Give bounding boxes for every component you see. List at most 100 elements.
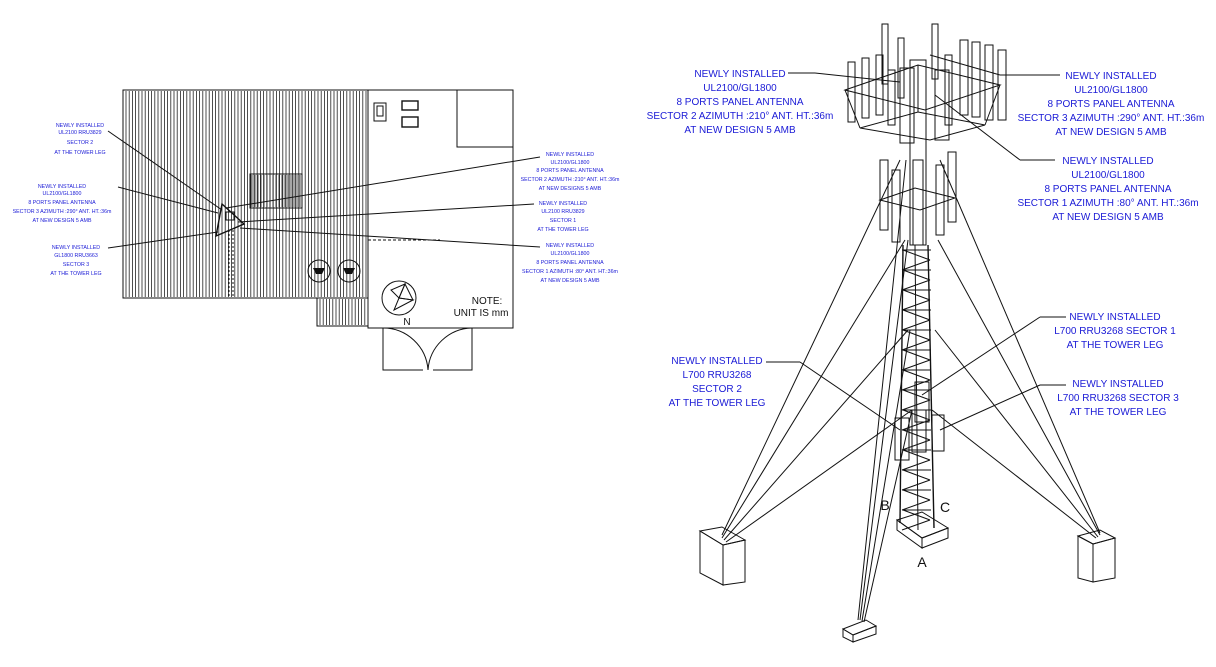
roof-plan: N NOTE: UNIT IS mm NEWLY INSTALLED UL210… xyxy=(13,89,620,371)
panel-antenna-sector2 xyxy=(847,54,896,126)
svg-text:8 PORTS PANEL ANTENNA: 8 PORTS PANEL ANTENNA xyxy=(676,97,803,108)
guy-wires xyxy=(721,159,1101,623)
svg-text:NEWLY INSTALLED: NEWLY INSTALLED xyxy=(52,245,100,251)
svg-text:UL2100/GL1800: UL2100/GL1800 xyxy=(551,251,590,257)
svg-text:8 PORTS PANEL ANTENNA: 8 PORTS PANEL ANTENNA xyxy=(28,200,96,206)
note-text: UNIT IS mm xyxy=(454,308,509,319)
svg-text:L700 RRU3268: L700 RRU3268 xyxy=(683,370,752,381)
svg-text:NEWLY INSTALLED: NEWLY INSTALLED xyxy=(1072,379,1163,390)
roof-hatch xyxy=(125,91,367,297)
svg-text:AT NEW DESIGN 5 AMB: AT NEW DESIGN 5 AMB xyxy=(33,218,92,224)
svg-text:SECTOR 2 AZIMUTH :210° ANT. HT: SECTOR 2 AZIMUTH :210° ANT. HT.:36m xyxy=(521,177,620,183)
svg-text:L700 RRU3268 SECTOR 3: L700 RRU3268 SECTOR 3 xyxy=(1057,393,1179,404)
tower-label-rru-sector1: NEWLY INSTALLED L700 RRU3268 SECTOR 1 AT… xyxy=(1054,312,1176,351)
svg-text:SECTOR 2 AZIMUTH :210° ANT. HT: SECTOR 2 AZIMUTH :210° ANT. HT.:36m xyxy=(647,111,834,122)
svg-text:UL2100/GL1800: UL2100/GL1800 xyxy=(1074,85,1148,96)
tower-label-rru-sector3: NEWLY INSTALLED L700 RRU3268 SECTOR 3 AT… xyxy=(1057,379,1179,418)
svg-text:SECTOR 2: SECTOR 2 xyxy=(67,140,93,146)
svg-text:UL2100/GL1800: UL2100/GL1800 xyxy=(43,191,82,197)
svg-text:SECTOR 3 AZIMUTH :290° ANT. H: SECTOR 3 AZIMUTH :290° ANT. HT.:36m xyxy=(1018,113,1205,124)
svg-text:SECTOR 2: SECTOR 2 xyxy=(692,384,742,395)
top-antenna-platform xyxy=(843,64,1002,141)
svg-text:L700 RRU3268 SECTOR 1: L700 RRU3268 SECTOR 1 xyxy=(1054,326,1176,337)
rru-units xyxy=(894,381,945,461)
fan-unit-2 xyxy=(337,259,361,283)
svg-text:NEWLY INSTALLED: NEWLY INSTALLED xyxy=(56,123,104,129)
panel-antenna-sector3 xyxy=(944,39,1007,126)
svg-text:AT NEW DESIGN 5 AMB: AT NEW DESIGN 5 AMB xyxy=(1052,212,1164,223)
svg-text:UL2100 RRU3829: UL2100 RRU3829 xyxy=(541,209,584,215)
note-title: NOTE: xyxy=(472,296,503,307)
plan-label-rru-sector1: NEWLY INSTALLED UL2100 RRU3829 SECTOR 1 … xyxy=(537,201,588,233)
svg-text:GL1800 RRU3663: GL1800 RRU3663 xyxy=(54,253,98,259)
svg-text:NEWLY INSTALLED: NEWLY INSTALLED xyxy=(539,201,587,207)
svg-text:SECTOR 1 AZIMUTH :80° ANT. HT.: SECTOR 1 AZIMUTH :80° ANT. HT.:36m xyxy=(522,269,619,275)
svg-text:AT THE TOWER LEG: AT THE TOWER LEG xyxy=(1067,340,1164,351)
svg-text:8 PORTS PANEL ANTENNA: 8 PORTS PANEL ANTENNA xyxy=(1044,184,1171,195)
leg-label-b: B xyxy=(880,497,889,513)
svg-text:UL2100/GL1800: UL2100/GL1800 xyxy=(703,83,777,94)
svg-text:NEWLY INSTALLED: NEWLY INSTALLED xyxy=(1065,71,1156,82)
svg-text:8 PORTS PANEL ANTENNA: 8 PORTS PANEL ANTENNA xyxy=(1047,99,1174,110)
tower-label-antenna-sector2: NEWLY INSTALLED UL2100/GL1800 8 PORTS PA… xyxy=(647,69,834,136)
roof-outline xyxy=(122,89,369,299)
leg-label-a: A xyxy=(917,554,927,570)
svg-text:AT THE TOWER LEG: AT THE TOWER LEG xyxy=(1070,407,1167,418)
entrance-wall-right xyxy=(433,328,473,371)
plan-label-antenna-sector1: NEWLY INSTALLED UL2100/GL1800 8 PORTS PA… xyxy=(522,243,619,284)
svg-text:AT THE TOWER LEG: AT THE TOWER LEG xyxy=(537,227,588,233)
leg-label-c: C xyxy=(940,499,950,515)
machine-room xyxy=(367,89,514,329)
north-label: N xyxy=(403,317,410,328)
tower-label-antenna-sector1: NEWLY INSTALLED UL2100/GL1800 8 PORTS PA… xyxy=(1017,156,1198,223)
plan-leader-lines xyxy=(107,130,541,249)
svg-text:8 PORTS PANEL ANTENNA: 8 PORTS PANEL ANTENNA xyxy=(536,260,604,266)
roof-structure xyxy=(249,173,303,209)
fan-unit-1 xyxy=(307,259,331,283)
svg-text:SECTOR 1: SECTOR 1 xyxy=(550,218,576,224)
anchor-block-front xyxy=(841,619,878,643)
plan-label-rru-gl1800-sector3: NEWLY INSTALLED GL1800 RRU3663 SECTOR 3 … xyxy=(50,245,101,277)
svg-text:NEWLY INSTALLED: NEWLY INSTALLED xyxy=(694,69,785,80)
svg-text:AT NEW DESIGN 5 AMB: AT NEW DESIGN 5 AMB xyxy=(684,125,796,136)
tower-leader-lines xyxy=(766,54,1066,431)
svg-text:UL2100 RRU3829: UL2100 RRU3829 xyxy=(58,130,101,136)
anchor-block-right xyxy=(1076,529,1117,583)
door-swing-right xyxy=(427,327,473,371)
svg-text:NEWLY INSTALLED: NEWLY INSTALLED xyxy=(671,356,762,367)
svg-text:UL2100/GL1800: UL2100/GL1800 xyxy=(551,160,590,166)
svg-text:AT THE TOWER LEG: AT THE TOWER LEG xyxy=(54,150,105,156)
svg-text:NEWLY INSTALLED: NEWLY INSTALLED xyxy=(38,184,86,190)
equipment-unit-1 xyxy=(401,100,419,111)
plan-label-antenna-sector2: NEWLY INSTALLED UL2100/GL1800 8 PORTS PA… xyxy=(521,152,620,192)
svg-text:AT NEW DESIGN 5 AMB: AT NEW DESIGN 5 AMB xyxy=(1055,127,1167,138)
svg-text:SECTOR 3: SECTOR 3 xyxy=(63,262,89,268)
svg-text:NEWLY INSTALLED: NEWLY INSTALLED xyxy=(546,152,594,158)
panel-antenna-sector1 xyxy=(878,151,957,243)
svg-text:AT THE TOWER LEG: AT THE TOWER LEG xyxy=(50,271,101,277)
north-arrow-icon xyxy=(381,280,417,316)
plan-tower-triangle xyxy=(215,202,246,238)
panel-antenna-top xyxy=(881,23,950,144)
room-equipment-box xyxy=(456,89,514,148)
door-swing-left xyxy=(382,327,429,371)
tower-label-antenna-sector3: NEWLY INSTALLED UL2100/GL1800 8 PORTS PA… xyxy=(1018,71,1205,138)
svg-text:SECTOR 1 AZIMUTH :80° ANT. HT.: SECTOR 1 AZIMUTH :80° ANT. HT.:36m xyxy=(1017,198,1198,209)
svg-text:8 PORTS PANEL ANTENNA: 8 PORTS PANEL ANTENNA xyxy=(536,168,604,174)
tower-elevation: B C A NEWLY INSTALLED UL2100/GL1800 8 PO… xyxy=(647,23,1205,643)
svg-text:NEWLY INSTALLED: NEWLY INSTALLED xyxy=(1069,312,1160,323)
svg-text:UL2100/GL1800: UL2100/GL1800 xyxy=(1071,170,1145,181)
svg-text:SECTOR 3 AZIMUTH :290° ANT. HT: SECTOR 3 AZIMUTH :290° ANT. HT.:36m xyxy=(13,209,112,215)
anchor-block-left xyxy=(698,526,747,586)
tower-label-rru-sector2: NEWLY INSTALLED L700 RRU3268 SECTOR 2 AT… xyxy=(669,356,766,409)
entrance-wall-left xyxy=(382,328,423,371)
equipment-cabinet xyxy=(373,102,387,122)
svg-text:NEWLY INSTALLED: NEWLY INSTALLED xyxy=(546,243,594,249)
svg-text:AT THE TOWER LEG: AT THE TOWER LEG xyxy=(669,398,766,409)
svg-text:AT NEW DESIGN 5 AMB: AT NEW DESIGN 5 AMB xyxy=(541,278,600,284)
plan-label-antenna-sector3: NEWLY INSTALLED UL2100/GL1800 8 PORTS PA… xyxy=(13,184,112,224)
equipment-unit-2 xyxy=(401,116,419,128)
svg-text:NEWLY INSTALLED: NEWLY INSTALLED xyxy=(1062,156,1153,167)
svg-text:AT NEW DESIGNS 5 AMB: AT NEW DESIGNS 5 AMB xyxy=(539,186,602,192)
